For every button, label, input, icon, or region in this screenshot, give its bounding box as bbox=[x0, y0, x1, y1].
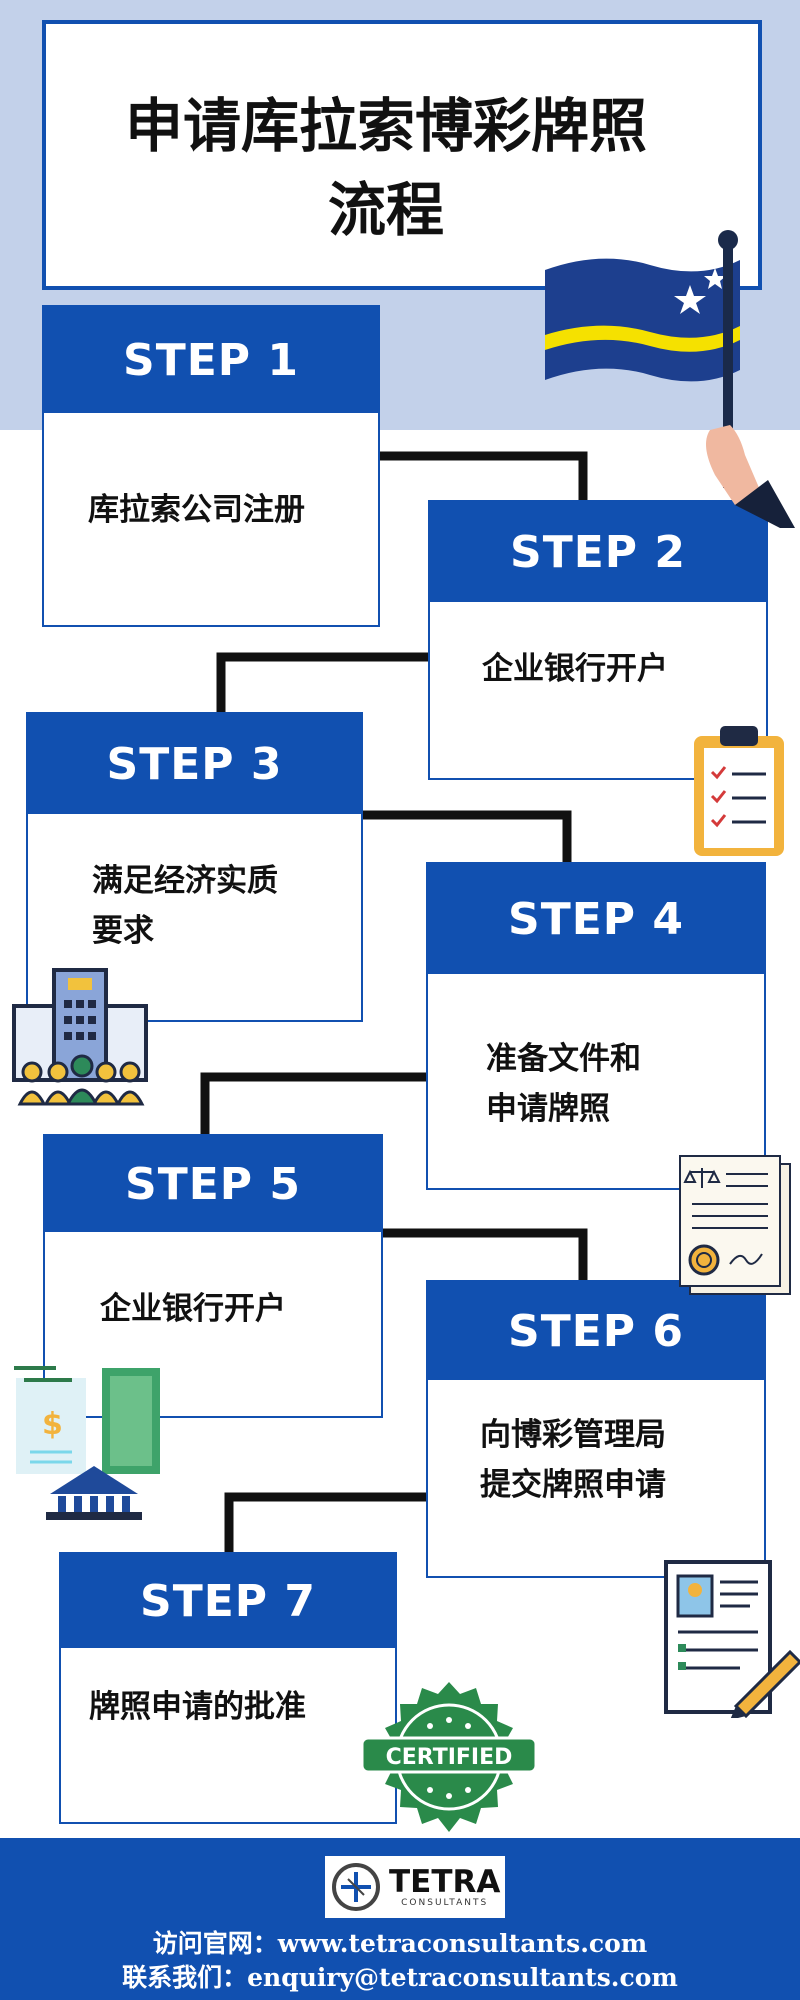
step-2-card: STEP 2 企业银行开户 bbox=[428, 500, 768, 780]
connector-3-4 bbox=[363, 810, 572, 862]
title-box: 申请库拉索博彩牌照 流程 bbox=[42, 20, 762, 290]
connector-2-3 bbox=[216, 652, 428, 712]
title-line-1: 申请库拉索博彩牌照 bbox=[124, 92, 647, 160]
step-7-text: 牌照申请的批准 bbox=[89, 1682, 306, 1732]
step-3-line-1: 满足经济实质 bbox=[92, 863, 278, 899]
bank-money-icon: $ bbox=[14, 1366, 160, 1520]
step-1-header: STEP 1 bbox=[44, 307, 378, 413]
step-6-card: STEP 6 向博彩管理局 提交牌照申请 bbox=[426, 1280, 766, 1578]
step-5-card: STEP 5 企业银行开户 bbox=[43, 1134, 383, 1418]
step-4-text: 准备文件和 申请牌照 bbox=[486, 1034, 641, 1134]
step-2-line-1: 企业银行开户 bbox=[482, 651, 668, 687]
tetra-logo[interactable]: TETRA CONSULTANTS bbox=[325, 1856, 505, 1918]
resume-document-pen-icon bbox=[664, 1560, 800, 1718]
svg-text:$: $ bbox=[42, 1407, 63, 1442]
connector-4-5 bbox=[200, 1072, 426, 1134]
step-5-line-1: 企业银行开户 bbox=[100, 1291, 286, 1327]
curacao-flag-icon bbox=[545, 230, 795, 528]
step-4-header: STEP 4 bbox=[428, 864, 764, 974]
step-3-header: STEP 3 bbox=[28, 714, 361, 814]
clipboard-checklist-icon bbox=[694, 726, 784, 856]
logo-name: TETRA bbox=[389, 1864, 501, 1900]
legal-document-icon bbox=[679, 1155, 791, 1295]
page-title: 申请库拉索博彩牌照 流程 bbox=[86, 84, 686, 252]
step-7-line-1: 牌照申请的批准 bbox=[89, 1689, 306, 1725]
step-7-header: STEP 7 bbox=[61, 1554, 395, 1648]
step-1-line-1: 库拉索公司注册 bbox=[88, 492, 305, 528]
certified-text: CERTIFIED bbox=[386, 1745, 513, 1770]
step-3-text: 满足经济实质 要求 bbox=[92, 856, 278, 956]
connector-6-7 bbox=[224, 1492, 426, 1552]
step-4-card: STEP 4 准备文件和 申请牌照 bbox=[426, 862, 766, 1190]
step-4-line-2: 申请牌照 bbox=[486, 1091, 610, 1127]
step-6-text: 向博彩管理局 提交牌照申请 bbox=[480, 1410, 666, 1510]
logo-subtitle: CONSULTANTS bbox=[401, 1898, 489, 1908]
step-2-header: STEP 2 bbox=[430, 502, 766, 602]
step-6-line-2: 提交牌照申请 bbox=[480, 1467, 666, 1503]
logo-emblem-icon bbox=[332, 1863, 380, 1911]
office-building-people-icon bbox=[12, 968, 148, 1106]
certified-seal-icon: CERTIFIED bbox=[360, 1682, 538, 1832]
connector-5-6 bbox=[383, 1228, 588, 1280]
step-6-header: STEP 6 bbox=[428, 1282, 764, 1380]
step-1-text: 库拉索公司注册 bbox=[88, 485, 305, 535]
step-1-card: STEP 1 库拉索公司注册 bbox=[42, 305, 380, 627]
step-2-text: 企业银行开户 bbox=[482, 644, 668, 694]
step-5-text: 企业银行开户 bbox=[100, 1284, 286, 1334]
step-3-line-2: 要求 bbox=[92, 913, 154, 949]
step-5-header: STEP 5 bbox=[45, 1136, 381, 1232]
title-line-2: 流程 bbox=[327, 176, 444, 244]
step-6-line-1: 向博彩管理局 bbox=[480, 1417, 666, 1453]
step-4-line-1: 准备文件和 bbox=[486, 1041, 641, 1077]
website-link[interactable]: 访问官网：www.tetraconsultants.com bbox=[152, 1929, 648, 1958]
step-7-card: STEP 7 牌照申请的批准 bbox=[59, 1552, 397, 1824]
email-link[interactable]: 联系我们：enquiry@tetraconsultants.com bbox=[122, 1963, 678, 1992]
